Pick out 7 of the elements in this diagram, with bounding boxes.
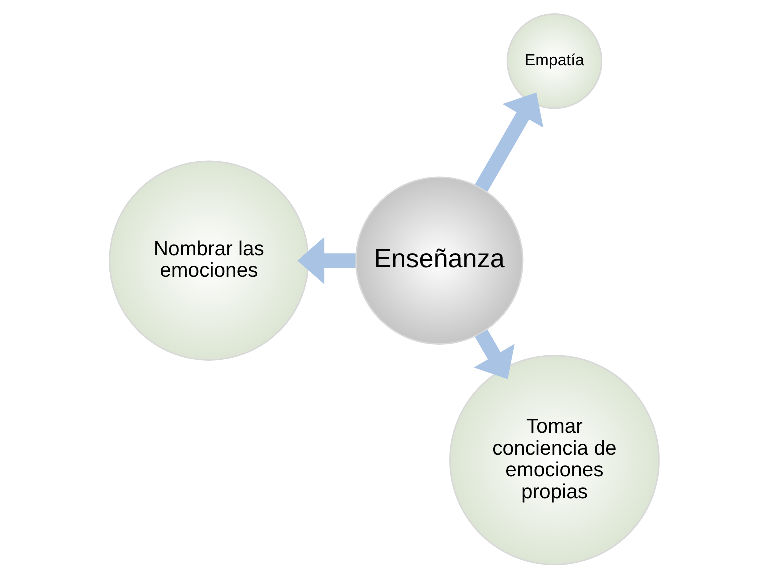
node-circle: Empatía: [506, 13, 603, 110]
arrow: [298, 237, 356, 284]
node-circle: Nombrar las emociones: [109, 160, 310, 361]
arrow: [474, 330, 515, 380]
arrow: [475, 92, 544, 192]
node-circle: Tomar conciencia de emociones propias: [450, 355, 660, 566]
node-circle: Enseñanza: [355, 176, 524, 345]
